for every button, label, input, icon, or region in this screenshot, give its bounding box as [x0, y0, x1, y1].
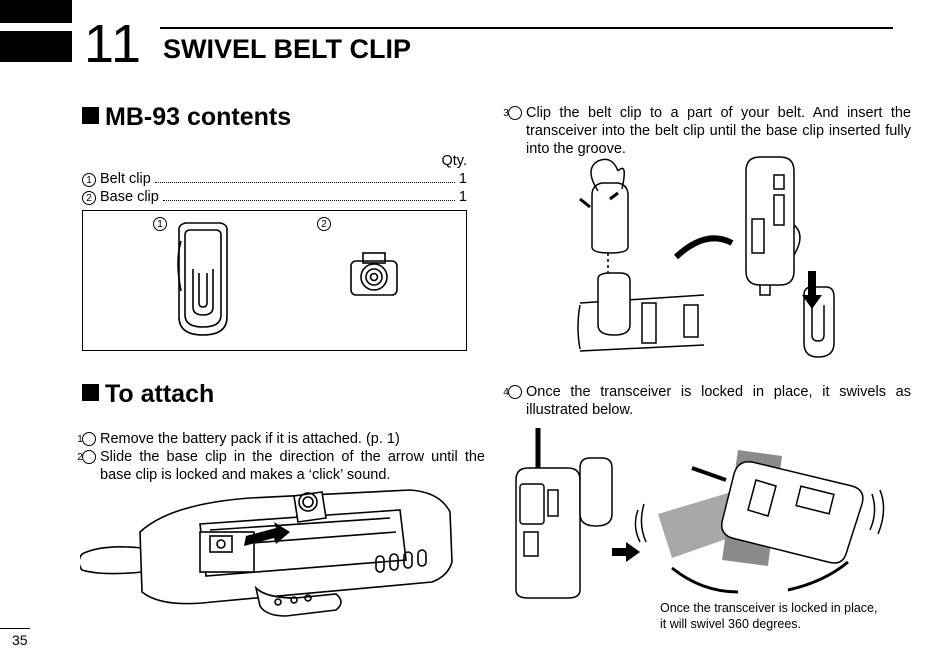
insert-arrow-icon: [802, 271, 822, 309]
item-qty: 1: [458, 171, 467, 187]
belt-clip-mount-illustration: [577, 156, 835, 358]
item-qty: 1: [458, 189, 467, 205]
figure-label-belt-clip: 1: [153, 217, 167, 231]
chapter-rule: [160, 27, 893, 29]
contents-figure-box: 1 2: [82, 210, 467, 351]
swivel-right-arrow-icon: [787, 560, 849, 592]
attach-heading-text: To attach: [105, 380, 215, 408]
page-number: 35: [12, 632, 28, 648]
step-marker: 1: [77, 432, 96, 446]
attach-step-1: 1 Remove the battery pack if it is attach…: [77, 430, 485, 448]
swivel-left-arrow-icon: [671, 566, 739, 594]
chapter-title: SWIVEL BELT CLIP: [163, 34, 412, 64]
item-name: Base clip: [100, 189, 159, 205]
item-marker: 1: [82, 173, 96, 187]
squeeze-arrows-icon: [579, 191, 619, 209]
swivel-tilted-radio: [691, 461, 864, 564]
item-marker: 2: [82, 191, 96, 205]
step-text: Once the transceiver is locked in place,…: [526, 384, 911, 418]
chapter-number: 11: [84, 14, 143, 74]
transition-arrow-icon: [612, 542, 640, 562]
step-text: Clip the belt clip to a part of your bel…: [526, 105, 911, 157]
contents-item-belt-clip: 1 Belt clip 1: [82, 170, 467, 188]
chapter-tab-top: [0, 0, 72, 23]
contents-heading-text: MB-93 contents: [105, 103, 292, 131]
attach-step-3: 3 Clip the belt clip to a part of your be…: [503, 104, 911, 158]
step-marker: 2: [77, 450, 96, 464]
base-clip-attach-illustration: [80, 489, 453, 617]
page-number-rule: [0, 628, 30, 629]
step-text: Remove the battery pack if it is attache…: [100, 431, 400, 447]
contents-heading: MB-93 contents: [82, 102, 291, 132]
step-marker: 3: [503, 106, 522, 120]
attach-step-2: 2 Slide the base clip in the direction of…: [77, 448, 485, 484]
contents-item-base-clip: 2 Base clip 1: [82, 188, 467, 206]
leader-dots: [162, 200, 455, 201]
swivel-caption-line-1: Once the transceiver is locked in place,: [660, 601, 878, 615]
swivel-illustration: [515, 428, 885, 599]
leader-dots: [154, 182, 455, 183]
belt-clip-illustration: [177, 222, 228, 336]
slide-arrow-icon: [244, 522, 290, 546]
step-marker: 4: [503, 385, 522, 399]
attach-heading: To attach: [82, 379, 214, 409]
swivel-caption-line-2: it will swivel 360 degrees.: [660, 617, 802, 631]
figure-label-base-clip: 2: [317, 217, 331, 231]
contents-illustration: [177, 222, 398, 336]
chapter-tab-bottom: [0, 31, 72, 62]
attach-step-4: 4 Once the transceiver is locked in place…: [503, 383, 911, 419]
heading-square-icon: [82, 384, 99, 401]
base-clip-illustration: [350, 252, 398, 296]
heading-square-icon: [82, 107, 99, 124]
item-name: Belt clip: [100, 171, 151, 187]
qty-header: Qty.: [441, 153, 467, 169]
swivel-caption: Once the transceiver is locked in place,…: [660, 600, 877, 632]
step-text: Slide the base clip in the direction of …: [100, 449, 485, 483]
